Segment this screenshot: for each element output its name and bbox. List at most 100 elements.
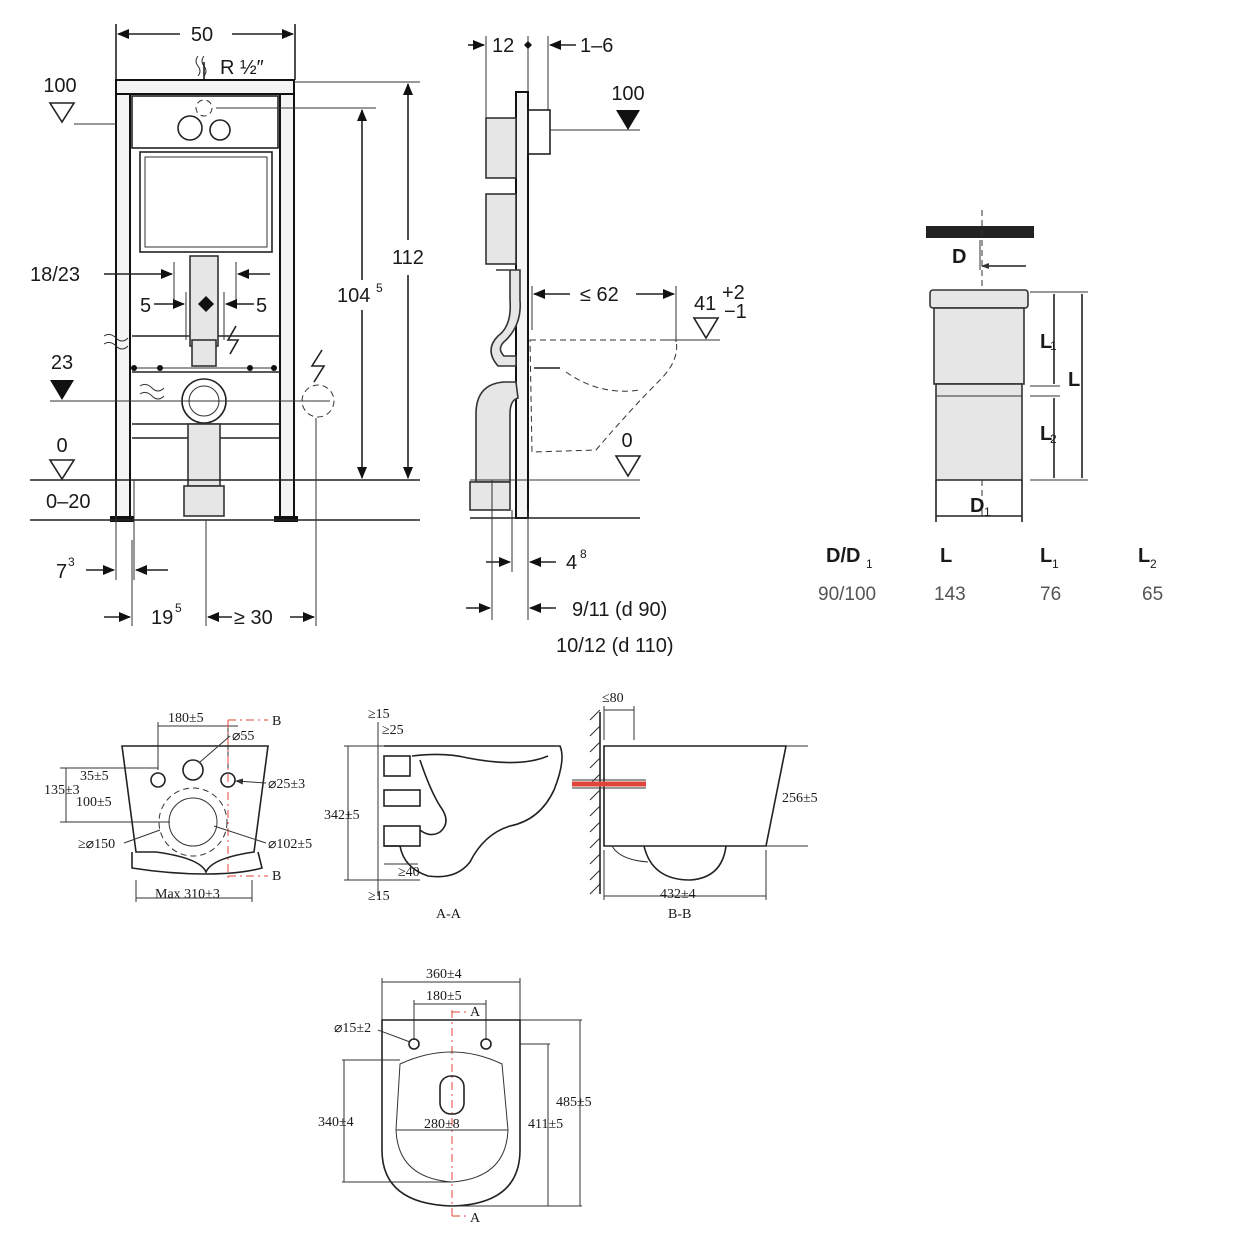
left-foot xyxy=(110,516,134,522)
depth-48-sup: 8 xyxy=(580,547,587,561)
height-104-label: 104 xyxy=(337,285,370,307)
frame-left-post xyxy=(115,93,131,519)
top-depth-280-label: 280±8 xyxy=(424,1117,460,1132)
table-value-l1: 76 xyxy=(1040,584,1061,605)
rear-outlet xyxy=(168,797,218,847)
section-b-top: B xyxy=(272,714,281,729)
depth-48-label: 4 xyxy=(566,552,577,574)
label-d: D xyxy=(952,246,966,268)
bowl-outline-side xyxy=(529,339,678,453)
frame-right-post xyxy=(279,93,295,519)
depth-d110-label: 10/12 (d 110) xyxy=(556,635,674,657)
flush-button-small xyxy=(209,119,231,141)
table-value-d: 90/100 xyxy=(818,584,876,605)
section-a-top: A xyxy=(470,1005,481,1020)
rear-bowl-outline xyxy=(121,745,269,875)
water-inlet-icon xyxy=(103,333,129,350)
rear-spacing-label: 180±5 xyxy=(168,711,204,726)
bb-length-label: 432±4 xyxy=(660,887,696,902)
section-aa: ≥15 ≥25 342±5 ≥40 ≥15 A-A xyxy=(324,707,563,922)
level-100-label: 100 xyxy=(43,75,76,97)
offset-left-label: 5 xyxy=(140,295,151,317)
spacing-18-23-label: 18/23 xyxy=(30,264,80,286)
section-b-bottom: B xyxy=(272,869,281,884)
cistern-side-top xyxy=(485,117,517,179)
label-l1-sub: 1 xyxy=(1050,339,1057,353)
aa-inlet xyxy=(383,755,411,777)
level-0-label: 0 xyxy=(56,435,67,457)
rear-outlet-label: ⌀102±5 xyxy=(268,837,312,852)
electrical-box xyxy=(301,384,335,418)
bowl-rear-view: 180±5 B B ⌀55 ⌀25±3 ⌀102±5 ≥⌀150 135±3 3… xyxy=(44,711,312,902)
height-112-label: 112 xyxy=(392,247,424,269)
rear-height-135-label: 135±3 xyxy=(44,783,80,798)
rear-bolt-right xyxy=(220,772,236,788)
flush-bend xyxy=(490,269,522,367)
bb-caption: B-B xyxy=(668,907,691,922)
dist-min-30-label: ≥ 30 xyxy=(234,607,273,629)
top-width-label: 360±4 xyxy=(426,967,462,982)
label-d1-sub: 1 xyxy=(984,505,991,519)
connector-lower xyxy=(935,383,1023,481)
supply-label: R ½″ xyxy=(220,57,264,79)
table-value-l: 143 xyxy=(934,584,966,605)
tol-plus-label: +2 xyxy=(722,282,745,304)
drain-elbow xyxy=(183,485,225,517)
front-view: 50 R ½″ 100 xyxy=(30,24,424,629)
top-depth-340-label: 340±4 xyxy=(318,1115,354,1130)
width-label: 50 xyxy=(191,24,213,46)
rear-inlet-hole xyxy=(182,759,204,781)
bb-height-label: 256±5 xyxy=(782,791,818,806)
bowl-top-view: 360±4 180±5 A A ⌀15±2 340±4 280±8 411±5 … xyxy=(318,967,592,1226)
pipe-connector: D L 1 L L 2 D 1 D/D 1 L L 1 L 2 90/100 xyxy=(818,210,1163,605)
rear-bolt-label: ⌀25±3 xyxy=(268,777,305,792)
aa-min-15-top: ≥15 xyxy=(368,707,390,722)
height-104-sup: 5 xyxy=(376,281,383,295)
side-level-0-label: 0 xyxy=(621,430,632,452)
dist-195-label: 19 xyxy=(151,607,173,629)
rear-height-35-label: 35±5 xyxy=(80,769,109,784)
foot-73-label: 7 xyxy=(56,561,67,583)
table-header-l1: L xyxy=(1040,545,1052,567)
table-value-l2: 65 xyxy=(1142,584,1163,605)
rear-inlet-label: ⌀55 xyxy=(232,729,254,744)
dist-195-sup: 5 xyxy=(175,601,182,615)
drain-socket-side xyxy=(469,481,511,511)
cistern-side-body xyxy=(485,193,517,265)
bb-max-80: ≤80 xyxy=(602,691,624,706)
depth-d90-label: 9/11 (d 90) xyxy=(572,599,667,621)
top-bolt-left xyxy=(408,1038,420,1050)
side-level-100-label: 100 xyxy=(611,83,644,105)
flush-connector xyxy=(191,339,217,367)
level-23-label: 23 xyxy=(51,352,73,374)
frame-top-rail xyxy=(115,79,295,95)
tol-minus-label: −1 xyxy=(724,301,747,323)
top-bolt-right xyxy=(480,1038,492,1050)
section-bb: ≤80 256±5 432±4 B-B xyxy=(572,691,818,922)
cistern-top xyxy=(131,95,279,149)
section-a-bottom: A xyxy=(470,1211,481,1226)
top-spacing-label: 180±5 xyxy=(426,989,462,1004)
aa-bowl-outline xyxy=(384,745,563,878)
offset-right-label: 5 xyxy=(256,295,267,317)
rear-height-100-label: 100±5 xyxy=(76,795,112,810)
drain-bend-side xyxy=(475,381,519,483)
flush-button-large xyxy=(177,115,203,141)
aa-height-label: 342±5 xyxy=(324,808,360,823)
label-l1: L xyxy=(1040,331,1052,353)
height-41-label: 41 xyxy=(694,293,716,315)
right-foot xyxy=(274,516,298,522)
rear-bolt-left xyxy=(150,772,166,788)
top-depth-411-label: 411±5 xyxy=(528,1117,563,1132)
aa-min-15-bottom: ≥15 xyxy=(368,889,390,904)
dimension-table: D/D 1 L L 1 L 2 90/100 143 76 65 xyxy=(818,545,1163,605)
top-hole-label: ⌀15±2 xyxy=(334,1021,371,1036)
table-header-l: L xyxy=(940,545,952,567)
wall-12-label: 12 xyxy=(492,35,514,57)
top-depth-485-label: 485±5 xyxy=(556,1095,592,1110)
table-header-d: D/D xyxy=(826,545,860,567)
electrical-icon-outside xyxy=(310,349,326,383)
table-header-l2: L xyxy=(1138,545,1150,567)
label-l: L xyxy=(1068,369,1080,391)
